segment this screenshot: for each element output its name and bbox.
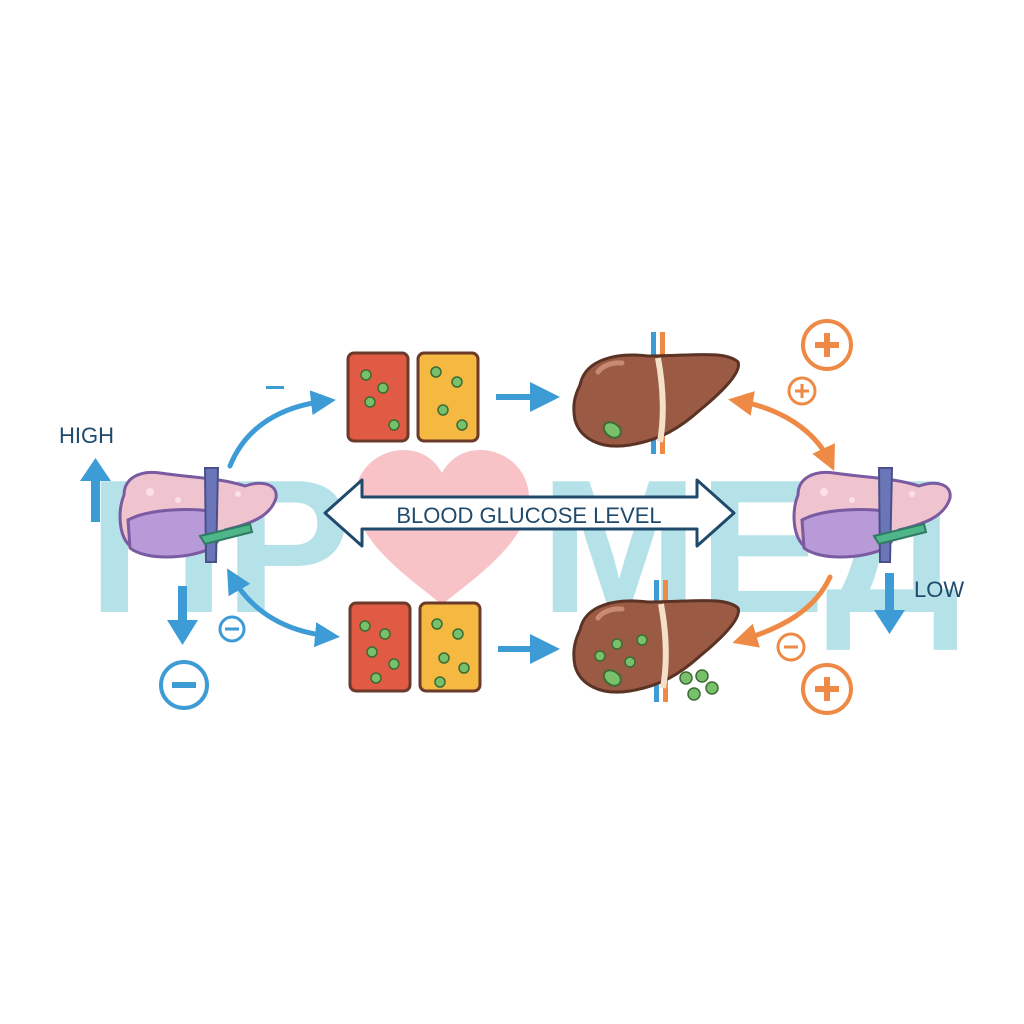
liver-bottom-icon (572, 580, 740, 702)
plus-circle-large-top-right-icon (801, 319, 853, 371)
arrow-down-left-icon (167, 586, 198, 645)
plus-circle-large-bottom-right-icon (801, 663, 853, 715)
blood-glucose-double-arrow: BLOOD GLUCOSE LEVEL (323, 478, 736, 548)
high-label: HIGH (59, 423, 114, 448)
arrow-pancreas-right-to-liver-bottom (732, 574, 833, 648)
low-label: LOW (914, 577, 964, 602)
arrow-pancreas-to-bottom-cells (227, 568, 340, 648)
minus-circle-small-right-icon (776, 632, 806, 662)
liver-top-icon (572, 332, 740, 454)
pancreas-right-icon (792, 467, 952, 563)
pancreas-left-icon (118, 467, 278, 563)
arrow-down-icon (874, 573, 905, 634)
plus-circle-small-top-right-icon (787, 376, 817, 406)
cells-top-icon (346, 351, 480, 443)
blood-glucose-label: BLOOD GLUCOSE LEVEL (396, 503, 661, 528)
minus-sign-top-left (266, 386, 284, 389)
arrow-pancreas-to-top-cells (227, 390, 336, 469)
minus-circle-small-left-icon (218, 615, 246, 643)
watermark-text-left: ПР (88, 441, 351, 653)
cells-bottom-icon (348, 601, 482, 693)
arrow-liver-top-to-pancreas-right (728, 391, 835, 472)
arrow-up-icon (80, 458, 111, 522)
minus-circle-large-left-icon (159, 660, 209, 710)
